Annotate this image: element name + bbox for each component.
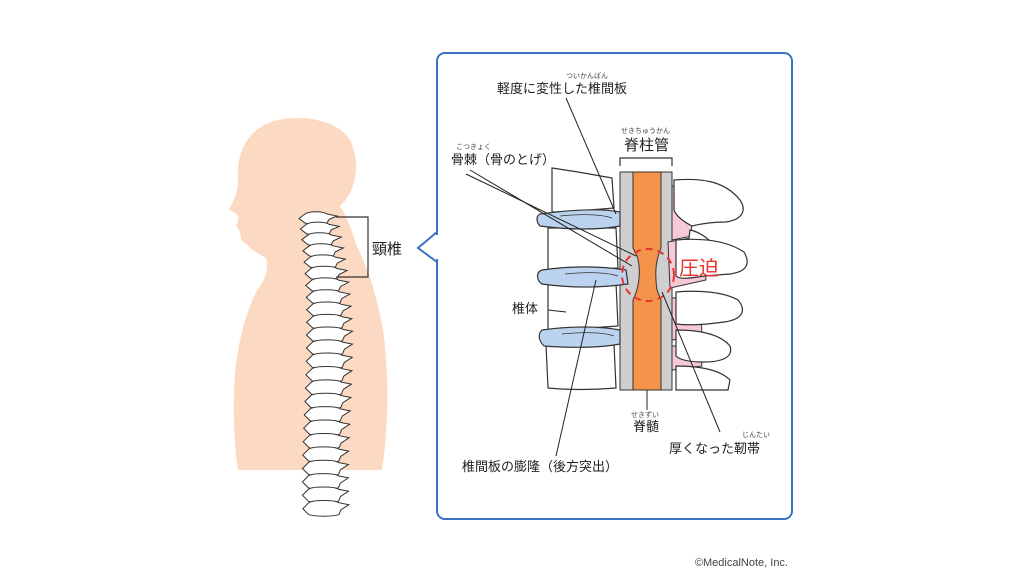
neck-label: 頸椎 [372, 240, 403, 258]
vertebra [302, 499, 351, 517]
human-silhouette [229, 118, 388, 470]
leader-lines [465, 97, 721, 457]
spinal-cord-label: 脊髄 [633, 420, 660, 435]
canal-bracket [619, 157, 673, 166]
copyright-credit: ©MedicalNote, Inc. [694, 557, 788, 569]
spinal-cord-ruby: せきずい [631, 411, 659, 419]
disc-degenerated-ruby: ついかんばん [566, 72, 608, 80]
vertebral-body-label: 椎体 [512, 302, 539, 317]
spinal-canal-label: 脊柱管 [624, 136, 670, 154]
spinal-canal-ruby: せきちゅうかん [621, 127, 670, 135]
ligament-ruby: じんたい [742, 431, 770, 439]
neck-bracket [336, 216, 369, 278]
callout-pointer [416, 231, 438, 263]
ligament-label: 厚くなった靭帯 [669, 442, 761, 457]
disc-bulge-label: 椎間板の膨隆（後方突出） [462, 460, 619, 475]
intervertebral-discs [536, 209, 629, 348]
compression-circle [621, 248, 675, 302]
spinal-cord [632, 171, 662, 391]
disc-degenerated-label: 軽度に変性した椎間板 [497, 82, 628, 97]
osteophyte-ruby: こつきょく [456, 143, 491, 151]
spine-column [298, 211, 354, 517]
osteophyte-label: 骨棘（骨のとげ） [451, 153, 556, 168]
compression-label: 圧迫 [679, 256, 719, 280]
spinous-processes [673, 178, 748, 391]
